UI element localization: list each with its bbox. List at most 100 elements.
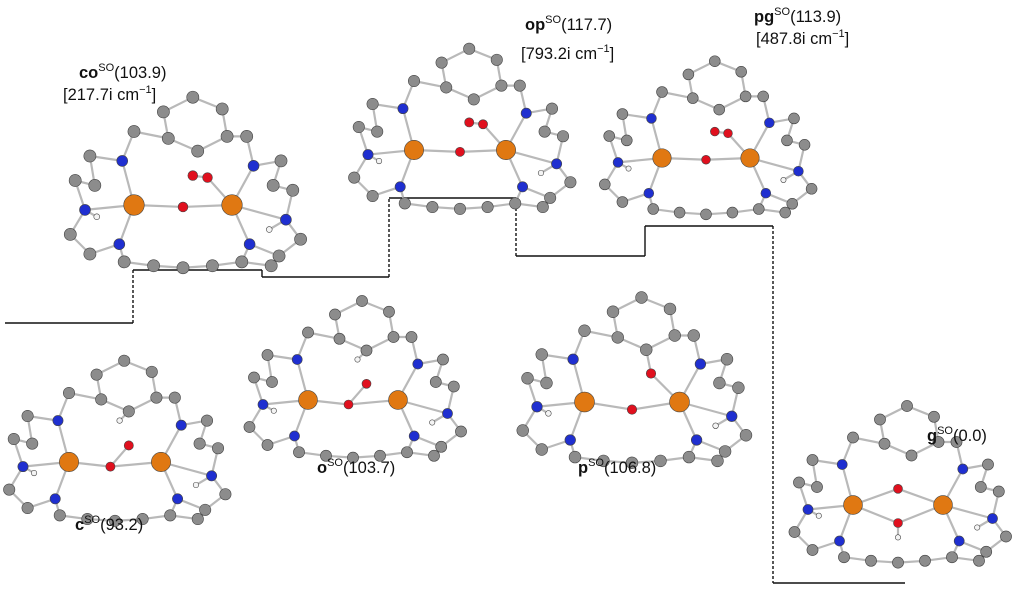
atom-C [616, 196, 629, 208]
atom-C [320, 449, 332, 462]
atom-C [878, 437, 891, 450]
atom-N [694, 358, 707, 370]
atom-O [710, 126, 720, 137]
atom-C [806, 454, 819, 466]
atom-Fe [669, 391, 690, 413]
atom-C [640, 343, 653, 356]
atom-O [893, 483, 903, 494]
atom-C [118, 354, 131, 367]
atom-Fe [388, 390, 408, 410]
atom-C [429, 376, 442, 388]
atom-C [647, 203, 659, 215]
atom-C [892, 556, 904, 569]
molecule-pgSO [599, 55, 818, 221]
atom-C [387, 331, 400, 343]
atom-C [463, 42, 476, 55]
atom-C [467, 93, 480, 106]
atom-C [597, 454, 610, 468]
atom-O [478, 119, 488, 130]
atom-C [901, 400, 913, 412]
atom-C [274, 154, 288, 168]
atom-C [145, 365, 158, 378]
atom-C [108, 514, 122, 527]
atom-N [690, 434, 703, 446]
atom-C [356, 295, 368, 307]
atom-C [919, 554, 931, 567]
atom-C [293, 446, 305, 459]
atom-C [440, 81, 453, 94]
atom-N [726, 410, 738, 422]
atom-Fe [298, 390, 318, 410]
atom-C [200, 414, 214, 427]
atom-C [663, 302, 677, 316]
atom-N [116, 155, 129, 167]
atom-C [371, 125, 384, 138]
atom-C [240, 130, 254, 143]
molecule-pSO [516, 291, 753, 469]
molecule-oSO [243, 295, 467, 464]
atom-C [264, 259, 278, 273]
atom-C [383, 305, 395, 318]
atom-C [928, 410, 940, 423]
atom-C [272, 249, 286, 263]
atom-N [802, 504, 814, 515]
atom-N [408, 430, 420, 442]
atom-C [360, 344, 373, 357]
atom-N [289, 430, 300, 442]
atom-C [992, 485, 1005, 498]
atom-C [490, 53, 503, 66]
atom-C [26, 437, 39, 450]
atom-C [838, 551, 850, 564]
atom-C [261, 349, 274, 361]
atom-Fe [151, 452, 171, 472]
atom-C [535, 443, 548, 456]
atom-C [453, 202, 467, 215]
atom-N [564, 434, 576, 446]
atom-C [191, 513, 204, 526]
atom-H [192, 481, 200, 489]
freq-opSO: [793.2i cm−1] [521, 43, 614, 63]
atom-H [537, 169, 545, 177]
atom-C [95, 393, 108, 406]
atom-C [950, 436, 963, 448]
atom-Fe [574, 391, 595, 413]
atom-C [513, 79, 526, 92]
atom-C [398, 197, 411, 210]
atom-N [362, 149, 374, 161]
atom-C [90, 368, 103, 381]
atom-C [540, 376, 553, 390]
atom-C [536, 201, 549, 214]
label-gSO: gSO(0.0) [927, 425, 987, 445]
atom-Fe [843, 495, 863, 515]
atom-C [329, 308, 341, 321]
atom-Fe [740, 148, 760, 168]
atom-C [348, 171, 361, 184]
atom-N [567, 353, 579, 365]
atom-O [893, 518, 903, 528]
atom-C [206, 259, 219, 273]
atom-C [302, 326, 314, 339]
atom-N [243, 238, 256, 250]
atom-C [847, 431, 859, 444]
atom-C [521, 372, 534, 385]
atom-O [187, 170, 199, 181]
atom-N [175, 419, 187, 431]
atom-H [545, 410, 552, 417]
labels: cSO(93.2) coSO(103.9) [217.7i cm−1] oSO(… [63, 6, 987, 534]
atom-H [270, 407, 277, 414]
atom-N [257, 399, 269, 410]
atom-N [520, 107, 532, 119]
atom-C [447, 380, 460, 393]
atom-H [93, 213, 100, 220]
atom-C [946, 551, 958, 564]
atom-C [781, 134, 793, 147]
atom-C [127, 125, 141, 138]
atom-Fe [123, 194, 145, 216]
molecular-structures [3, 42, 1012, 569]
atom-C [407, 74, 421, 88]
atom-C [709, 55, 721, 67]
atom-H [712, 422, 719, 429]
atom-O [343, 399, 354, 410]
atom-C [193, 437, 206, 450]
